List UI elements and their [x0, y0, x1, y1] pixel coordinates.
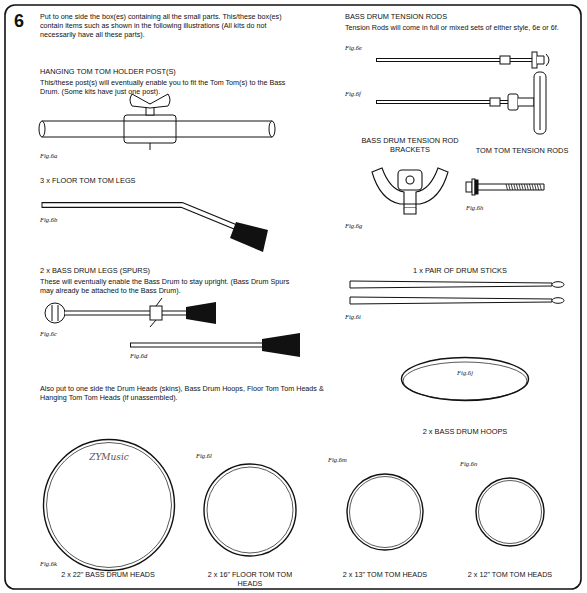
- part-caption: 2 x BASS DRUM HOOPS: [400, 427, 530, 436]
- holder-post: [39, 94, 275, 150]
- floor-tom-leg: [42, 202, 268, 252]
- part-heading: 2 x BASS DRUM LEGS (SPURS): [40, 266, 240, 275]
- part-caption: BASS DRUM TENSION ROD BRACKETS: [345, 136, 475, 155]
- figure-label: Fig.6f: [345, 90, 395, 98]
- thread-stroke: [506, 184, 508, 190]
- figure-label: Fig.6a: [40, 152, 90, 160]
- instruction-text: Also put to one side the Drum Heads (ski…: [40, 384, 340, 402]
- part-caption: 1 x PAIR OF DRUM STICKS: [370, 266, 550, 275]
- part-caption: 2 x 13" TOM TOM HEADS: [333, 570, 437, 579]
- part-caption: 2 x 12" TOM TOM HEADS: [460, 570, 560, 579]
- figure-label: Fig.6d: [130, 352, 180, 360]
- thread-stroke: [529, 184, 531, 190]
- thread-stroke: [516, 184, 518, 190]
- figure-label: Fig.6b: [40, 216, 90, 224]
- part-heading: HANGING TOM TOM HOLDER POST(S): [40, 67, 302, 76]
- tension-rod-bracket: [372, 168, 448, 214]
- tom-tom-tension-rod: [466, 179, 544, 195]
- figure-label: Fig.6n: [460, 460, 500, 468]
- bass-drum-head: ZYMusic: [42, 438, 176, 572]
- bass-drum-spur: [45, 298, 216, 327]
- part-heading: BASS DRUM TENSION RODS: [345, 12, 575, 21]
- part-caption: TOM TOM TENSION RODS: [466, 146, 578, 155]
- step-number: 6: [14, 10, 34, 33]
- thread-stroke: [540, 184, 542, 190]
- page-frame: [5, 5, 581, 589]
- brand-logo: ZYMusic: [42, 438, 176, 462]
- figure-label: Fig.6h: [466, 204, 516, 212]
- thread-stroke: [524, 184, 526, 190]
- thread-stroke: [527, 184, 529, 190]
- figure-label: Fig.6g: [345, 222, 395, 230]
- t-handle-tension-rod: [376, 72, 546, 134]
- thread-stroke: [522, 184, 524, 190]
- instruction-text: This/these post(s) will eventually enabl…: [40, 78, 302, 96]
- part-heading: 3 x FLOOR TOM TOM LEGS: [40, 176, 240, 185]
- instruction-text: These will eventually enable the Bass Dr…: [40, 277, 302, 295]
- part-caption: 2 x 22" BASS DRUM HEADS: [58, 570, 158, 579]
- tension-rod: [376, 52, 549, 68]
- figure-label: Fig.6c: [40, 330, 90, 338]
- thread-stroke: [511, 184, 513, 190]
- instruction-text: Tension Rods will come in full or mixed …: [345, 23, 575, 32]
- bass-drum-spur: [130, 333, 300, 357]
- instruction-text: Put to one side the box(es) containing a…: [40, 12, 302, 39]
- figure-label: Fig.6l: [196, 452, 236, 460]
- thread-stroke: [532, 184, 534, 190]
- drum-hoop-outline: [400, 356, 530, 402]
- figure-label: Fig.6k: [40, 560, 80, 568]
- figure-label: Fig.6j: [400, 356, 530, 376]
- drum-hoop: Fig.6j: [400, 356, 530, 402]
- thread-stroke: [537, 184, 539, 190]
- figure-label: Fig.6e: [345, 44, 395, 52]
- thread-stroke: [535, 184, 537, 190]
- drum-head: [204, 464, 544, 556]
- part-caption: 2 x 16" FLOOR TOM TOM HEADS: [195, 570, 305, 588]
- thread-stroke: [509, 184, 511, 190]
- figure-label: Fig.6m: [328, 456, 368, 464]
- thread-stroke: [519, 184, 521, 190]
- drum-sticks: [350, 281, 564, 304]
- thread-stroke: [514, 184, 516, 190]
- figure-label: Fig.6i: [345, 313, 395, 321]
